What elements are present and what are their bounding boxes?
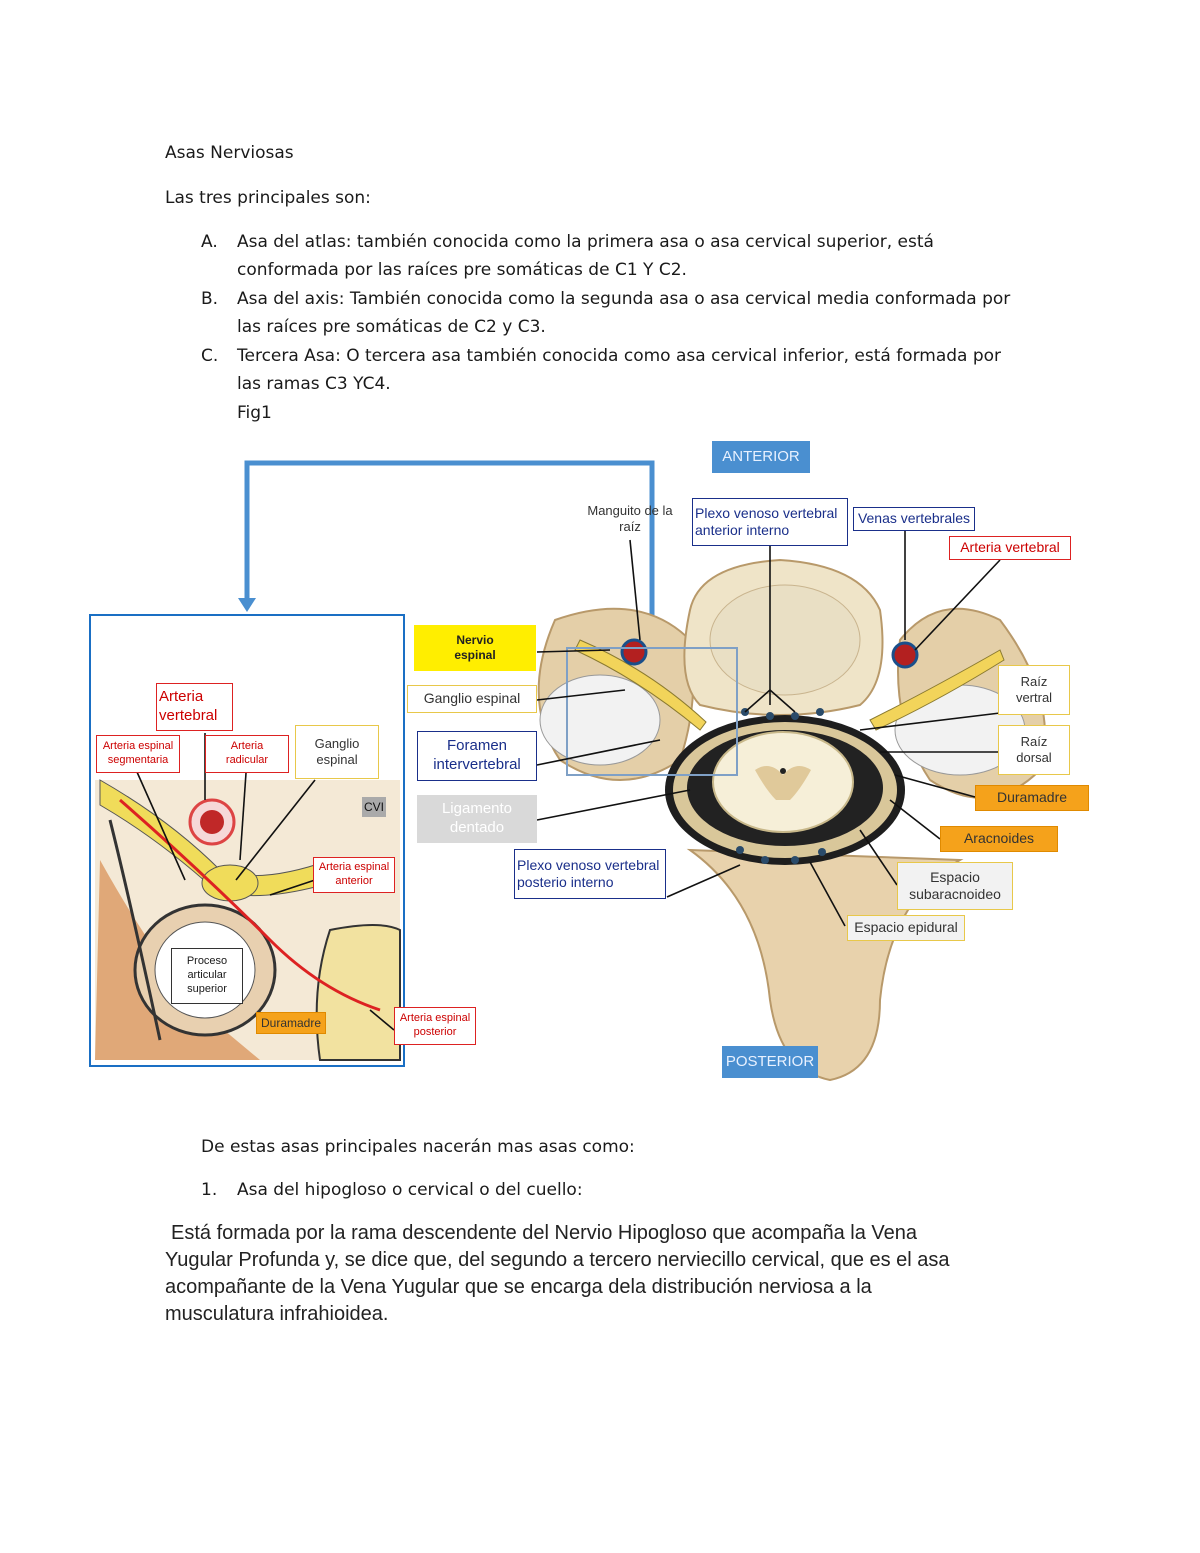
- list-item-text: las raíces pre somáticas de C2 y C3.: [237, 317, 546, 337]
- list-item-text: Tercera Asa: O tercera asa también conoc…: [237, 346, 1002, 366]
- arteria-vertebral-label: Arteria vertebral: [949, 536, 1071, 560]
- anterior-label: ANTERIOR: [712, 441, 810, 473]
- list-item-text: Asa del atlas: también conocida como la …: [237, 232, 934, 252]
- after-figure-text: De estas asas principales nacerán mas as…: [201, 1137, 635, 1157]
- doc-title: Asas Nerviosas: [165, 143, 294, 163]
- list-item-text: Asa del hipogloso o cervical o del cuell…: [237, 1180, 583, 1200]
- list-marker: A.: [201, 232, 218, 252]
- list-marker: C.: [201, 346, 219, 366]
- espacio-epidural-label: Espacio epidural: [847, 915, 965, 941]
- aracnoides-label: Aracnoides: [940, 826, 1058, 852]
- body-paragraph: Está formada por la rama descendente del…: [165, 1220, 1065, 1328]
- duramadre-label: Duramadre: [975, 785, 1089, 811]
- inset-duramadre-label: Duramadre: [256, 1012, 326, 1034]
- list-item-text: conformada por las raíces pre somáticas …: [237, 260, 687, 280]
- list-marker: 1.: [201, 1180, 218, 1200]
- list-item-text: Asa del axis: También conocida como la s…: [237, 289, 1011, 309]
- venas-vertebrales-label: Venas vertebrales: [853, 507, 975, 531]
- paragraph-line: acompañante de la Vena Yugular que se en…: [165, 1276, 872, 1298]
- inset-cvi-label: CVI: [362, 797, 386, 817]
- list-item-text: las ramas C3 YC4.: [237, 374, 391, 394]
- paragraph-line: musculatura infrahioidea.: [165, 1303, 389, 1325]
- paragraph-line: Está formada por la rama descendente del…: [171, 1222, 918, 1244]
- figure-caption: Fig1: [237, 403, 272, 423]
- list-marker: B.: [201, 289, 219, 309]
- paragraph-line: Yugular Profunda y, se dice que, del seg…: [165, 1249, 950, 1271]
- doc-intro: Las tres principales son:: [165, 188, 371, 208]
- posterior-label: POSTERIOR: [722, 1046, 818, 1078]
- ganglio-espinal-label: Ganglio espinal: [407, 685, 537, 713]
